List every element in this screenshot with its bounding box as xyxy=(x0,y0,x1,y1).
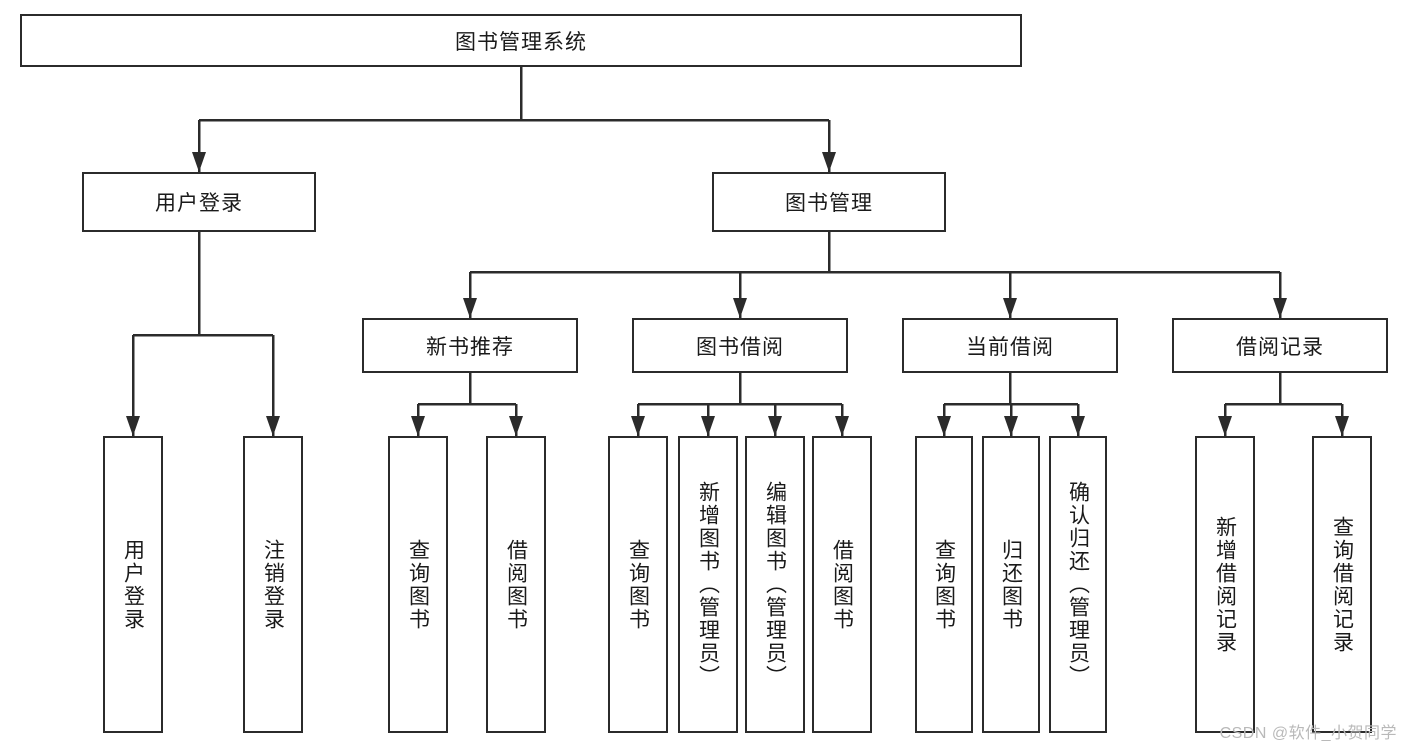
node-leaf-borrow-2[interactable]: 借阅图书 xyxy=(812,436,872,733)
arrow-icon-user-login xyxy=(192,152,206,172)
node-book-manage[interactable]: 图书管理 xyxy=(712,172,946,232)
node-label: 图书借阅 xyxy=(696,335,784,359)
node-root[interactable]: 图书管理系统 xyxy=(20,14,1022,67)
arrow-icon-leaf-query-rec xyxy=(1335,416,1349,436)
node-user-login[interactable]: 用户登录 xyxy=(82,172,316,232)
node-label: 新书推荐 xyxy=(426,335,514,359)
node-label: 查询图书 xyxy=(626,538,650,631)
arrow-icon-leaf-return xyxy=(1004,416,1018,436)
arrow-icon-leaf-query-3 xyxy=(937,416,951,436)
node-label: 当前借阅 xyxy=(966,335,1054,359)
node-leaf-return[interactable]: 归还图书 xyxy=(982,436,1040,733)
node-leaf-edit-book[interactable]: 编辑图书（管理员） xyxy=(745,436,805,733)
node-label: 图书管理系统 xyxy=(455,30,587,54)
node-label: 用户登录 xyxy=(155,192,243,215)
node-label: 新增图书（管理员） xyxy=(696,481,720,688)
arrow-icon-new-book-rec xyxy=(463,298,477,318)
node-label: 新增借阅记录 xyxy=(1213,515,1237,654)
node-label: 查询图书 xyxy=(932,538,956,631)
arrow-icon-book-manage xyxy=(822,152,836,172)
node-leaf-add-book[interactable]: 新增图书（管理员） xyxy=(678,436,738,733)
node-label: 归还图书 xyxy=(999,538,1023,631)
arrow-icon-leaf-query-1 xyxy=(411,416,425,436)
node-label: 查询图书 xyxy=(406,538,430,631)
node-label: 确认归还（管理员） xyxy=(1066,481,1090,688)
arrow-icon-borrow-record xyxy=(1273,298,1287,318)
arrow-icon-leaf-user-login xyxy=(126,416,140,436)
arrow-icon-current-borrow xyxy=(1003,298,1017,318)
arrow-icon-leaf-edit-book xyxy=(768,416,782,436)
node-new-book-rec[interactable]: 新书推荐 xyxy=(362,318,578,373)
arrow-icon-book-borrow xyxy=(733,298,747,318)
node-leaf-user-login[interactable]: 用户登录 xyxy=(103,436,163,733)
node-label: 用户登录 xyxy=(121,538,145,631)
arrow-icon-leaf-logout xyxy=(266,416,280,436)
arrow-icon-leaf-add-rec xyxy=(1218,416,1232,436)
arrow-icon-leaf-confirm xyxy=(1071,416,1085,436)
node-label: 借阅图书 xyxy=(830,538,854,631)
arrow-icon-leaf-borrow-1 xyxy=(509,416,523,436)
node-label: 编辑图书（管理员） xyxy=(763,481,787,688)
arrow-icon-leaf-query-2 xyxy=(631,416,645,436)
node-leaf-query-1[interactable]: 查询图书 xyxy=(388,436,448,733)
node-leaf-add-rec[interactable]: 新增借阅记录 xyxy=(1195,436,1255,733)
node-leaf-confirm[interactable]: 确认归还（管理员） xyxy=(1049,436,1107,733)
node-label: 查询借阅记录 xyxy=(1330,515,1354,654)
node-leaf-query-2[interactable]: 查询图书 xyxy=(608,436,668,733)
node-label: 图书管理 xyxy=(785,192,873,215)
node-label: 借阅图书 xyxy=(504,538,528,631)
arrow-icon-leaf-borrow-2 xyxy=(835,416,849,436)
node-leaf-query-3[interactable]: 查询图书 xyxy=(915,436,973,733)
node-label: 借阅记录 xyxy=(1236,335,1324,359)
node-book-borrow[interactable]: 图书借阅 xyxy=(632,318,848,373)
node-label: 注销登录 xyxy=(261,538,285,631)
node-leaf-borrow-1[interactable]: 借阅图书 xyxy=(486,436,546,733)
node-borrow-record[interactable]: 借阅记录 xyxy=(1172,318,1388,373)
node-leaf-logout[interactable]: 注销登录 xyxy=(243,436,303,733)
node-current-borrow[interactable]: 当前借阅 xyxy=(902,318,1118,373)
arrow-icon-leaf-add-book xyxy=(701,416,715,436)
node-leaf-query-rec[interactable]: 查询借阅记录 xyxy=(1312,436,1372,733)
